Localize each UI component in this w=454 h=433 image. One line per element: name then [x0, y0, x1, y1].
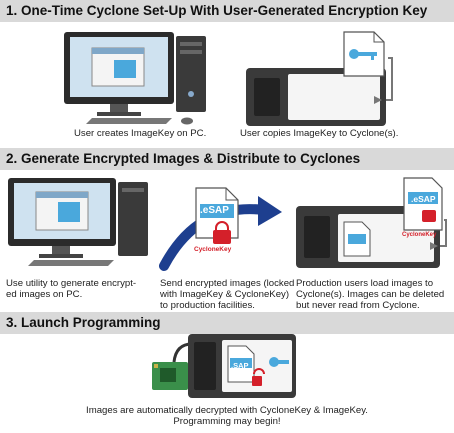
- section-3-title: 3. Launch Programming: [6, 315, 161, 330]
- caption-send-line-1: Send encrypted images (locked: [160, 278, 295, 289]
- section-1-title: 1. One-Time Cyclone Set-Up With User-Gen…: [6, 3, 428, 18]
- esap-document-icon: [195, 187, 239, 244]
- caption-decrypt-line-2: Programming may begin!: [173, 416, 281, 427]
- caption-create-imagekey: User creates ImageKey on PC.: [74, 128, 207, 139]
- caption-copy-imagekey: User copies ImageKey to Cyclone(s).: [240, 128, 399, 139]
- cyclonekey-label: CycloneKey: [194, 246, 232, 253]
- pc-computer-1: [64, 32, 206, 125]
- esap-label: .eSAP: [200, 205, 229, 216]
- cyclone-device-2: [296, 177, 447, 268]
- caption-load-line-2: Cyclone(s). Images can be deleted: [296, 289, 445, 300]
- caption-decrypt-line-1: Images are automatically decrypted with …: [86, 405, 368, 416]
- caption-generate-line-1: Use utility to generate encrypt-: [6, 278, 137, 289]
- esap-label-2: .eSAP: [411, 194, 436, 204]
- sap-label: .SAP: [231, 361, 249, 370]
- cyclonekey-label-2: CycloneKey: [402, 232, 437, 238]
- pc-computer-2: [8, 178, 148, 266]
- caption-load-line-3: but never read from Cyclone.: [296, 300, 420, 311]
- section-1-header: 1. One-Time Cyclone Set-Up With User-Gen…: [0, 0, 454, 22]
- caption-generate-line-2: ed images on PC.: [6, 289, 83, 300]
- caption-send-line-2: with ImageKey & CycloneKey): [160, 289, 290, 300]
- section-3-header: 3. Launch Programming: [0, 312, 454, 334]
- cyclone-device-1: [246, 31, 393, 126]
- caption-load-line-1: Production users load images to: [296, 278, 434, 289]
- section-2-title: 2. Generate Encrypted Images & Distribut…: [6, 151, 361, 166]
- cyclone-device-3: [188, 334, 296, 398]
- section-2-header: 2. Generate Encrypted Images & Distribut…: [0, 148, 454, 170]
- imagekey-document-icon: [343, 31, 385, 77]
- caption-send-line-3: to production facilities.: [160, 300, 255, 311]
